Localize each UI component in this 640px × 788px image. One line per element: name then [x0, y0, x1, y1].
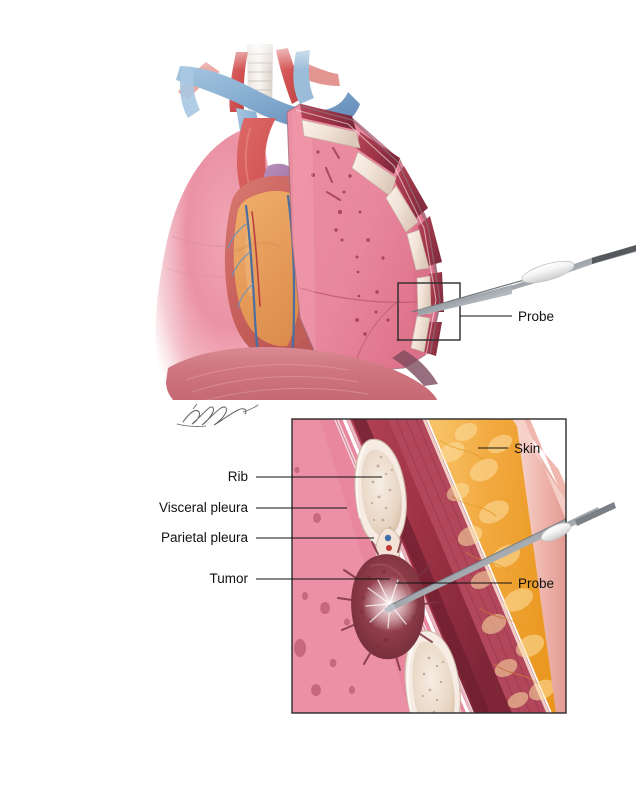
- skin-label: Skin: [514, 441, 540, 456]
- skin-layer: [516, 419, 566, 713]
- intercostal-vein: [384, 534, 392, 542]
- artist-signature: [176, 403, 259, 427]
- probe-detail[interactable]: [384, 518, 566, 613]
- detail-panel-border: [291, 418, 567, 714]
- tumor-label: Tumor: [209, 571, 248, 586]
- label-tumor: Tumor: [209, 571, 390, 586]
- intercostal-artery: [386, 545, 392, 551]
- diaphragm: [166, 346, 438, 400]
- label-skin: Skin: [478, 441, 540, 456]
- probe-overview[interactable]: [411, 245, 637, 316]
- rib-cage: [295, 104, 444, 357]
- parietal-pleura-label: Parietal pleura: [161, 530, 249, 545]
- probe-detail-external[interactable]: [539, 502, 616, 545]
- chest-wall-detail-panel: [291, 418, 616, 714]
- label-visceral-pleura: Visceral pleura: [159, 500, 347, 515]
- label-probe-detail: Probe: [396, 576, 554, 591]
- detail-labels-left: Rib Visceral pleura Parietal pleura Tumo…: [159, 469, 390, 586]
- label-rib: Rib: [228, 469, 382, 484]
- probe-tip: [384, 603, 396, 613]
- visceral-pleura-label: Visceral pleura: [159, 500, 249, 515]
- overview-probe-label: Probe: [518, 309, 554, 324]
- overview-label-probe: Probe: [460, 309, 554, 324]
- label-parietal-pleura: Parietal pleura: [161, 530, 374, 545]
- probe-detail-cable: [575, 502, 616, 526]
- rib-upper: [354, 438, 407, 548]
- fascia-layer: [422, 419, 550, 713]
- detail-labels-right: Skin Probe: [396, 441, 554, 591]
- rib-label: Rib: [228, 469, 248, 484]
- overview-callout-box: [397, 282, 461, 341]
- probe-detail-handle: [540, 522, 572, 542]
- probe-handle: [521, 260, 575, 284]
- rib-lower: [404, 630, 461, 713]
- probe-cable: [592, 245, 636, 264]
- thoracic-overview-panel: Probe: [96, 30, 637, 427]
- lung-speckles: [294, 466, 355, 696]
- probe-detail-label: Probe: [518, 576, 554, 591]
